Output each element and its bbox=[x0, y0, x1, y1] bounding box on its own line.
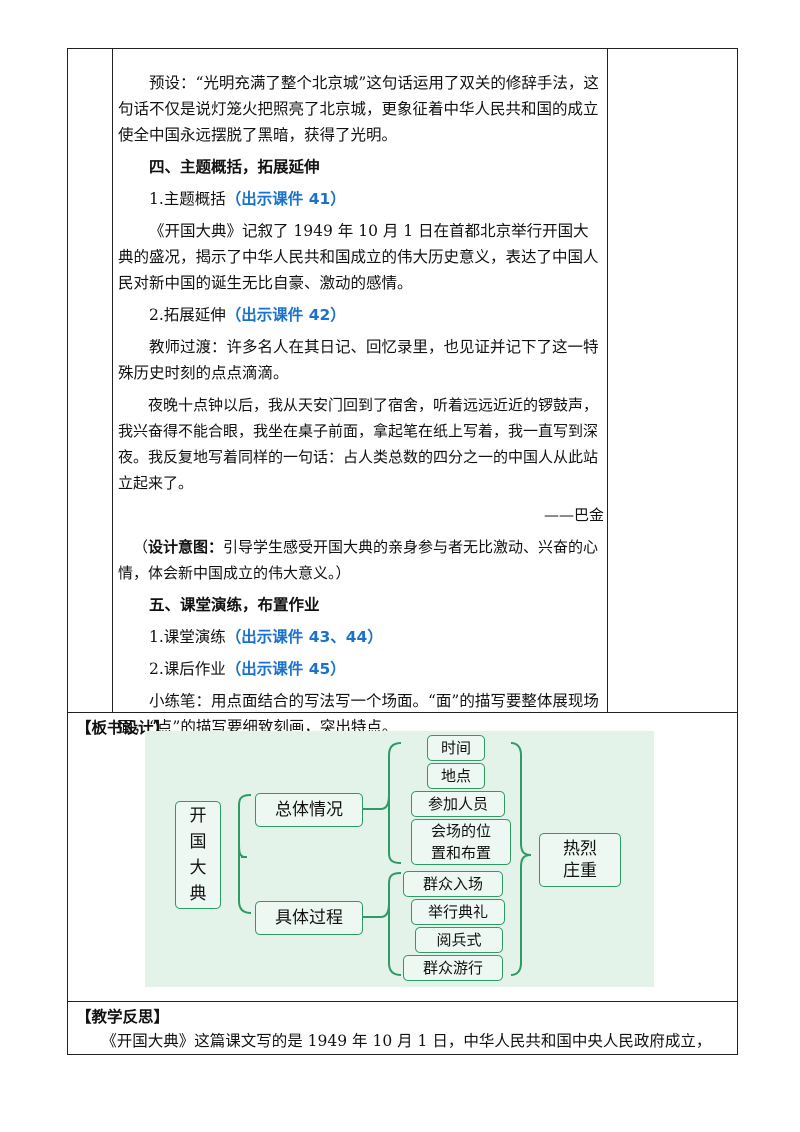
item-extension: 2.拓展延伸（出示课件 42） bbox=[149, 306, 346, 324]
quote-paragraph: 夜晚十点钟以后，我从天安门回到了宿舍，听着远远近近的锣鼓声，我兴奋得不能合眼，我… bbox=[118, 396, 599, 492]
table-row-divider-1 bbox=[67, 712, 738, 713]
board-process-item: 阅兵式 bbox=[415, 927, 503, 953]
reflection-label: 【教学反思】 bbox=[76, 1008, 170, 1026]
item-practice: 1.课堂演练（出示课件 43、44） bbox=[149, 628, 383, 646]
board-diagram: 开国大典 总体情况 具体过程 时间 地点 参加人员 会场的位置和布置 群众入场 … bbox=[145, 731, 654, 987]
item-theme-summary: 1.主题概括（出示课件 41） bbox=[149, 190, 346, 208]
courseware-ref: （出示课件 43、44） bbox=[225, 628, 383, 646]
board-overall-item: 地点 bbox=[427, 763, 485, 789]
table-border-right bbox=[737, 48, 738, 1055]
section-4-title: 四、主题概括，拓展延伸 bbox=[149, 158, 320, 176]
board-overall-item: 会场的位置和布置 bbox=[411, 819, 511, 865]
courseware-ref: （出示课件 41） bbox=[225, 190, 346, 208]
board-overall-item: 参加人员 bbox=[411, 791, 505, 817]
board-process-item: 群众游行 bbox=[403, 955, 503, 981]
courseware-ref: （出示课件 42） bbox=[225, 306, 346, 324]
table-col-divider-right bbox=[607, 48, 608, 712]
board-process-item: 群众入场 bbox=[403, 871, 503, 897]
table-border-left bbox=[67, 48, 68, 1055]
board-connectors bbox=[238, 742, 532, 976]
table-row-divider-2 bbox=[67, 1001, 738, 1002]
table-col-divider-left bbox=[112, 48, 113, 712]
board-main-box: 开国大典 bbox=[175, 801, 221, 909]
board-overall-item: 时间 bbox=[427, 735, 485, 761]
quote-author: ——巴金 bbox=[543, 506, 604, 524]
table-border-top bbox=[67, 48, 738, 49]
design-intent: （设计意图：引导学生感受开国大典的亲身参与者无比激动、兴奋的心情，体会新中国成立… bbox=[118, 538, 599, 582]
board-process-box: 具体过程 bbox=[255, 901, 363, 935]
courseware-ref: （出示课件 45） bbox=[225, 660, 346, 678]
summary-paragraph: 《开国大典》记叙了 1949 年 10 月 1 日在首都北京举行开国大典的盛况，… bbox=[118, 222, 599, 292]
board-result-box: 热烈庄重 bbox=[539, 833, 621, 887]
preset-paragraph: 预设：“光明充满了整个北京城”这句话运用了双关的修辞手法，这句话不仅是说灯笼火把… bbox=[118, 74, 599, 144]
lesson-content: 预设：“光明充满了整个北京城”这句话运用了双关的修辞手法，这句话不仅是说灯笼火把… bbox=[118, 70, 604, 746]
transition-paragraph: 教师过渡：许多名人在其日记、回忆录里，也见证并记下了这一特殊历史时刻的点点滴滴。 bbox=[118, 338, 599, 382]
section-5-title: 五、课堂演练，布置作业 bbox=[149, 596, 320, 614]
board-process-item: 举行典礼 bbox=[411, 899, 505, 925]
board-overall-box: 总体情况 bbox=[255, 793, 363, 827]
table-border-bottom bbox=[67, 1054, 738, 1055]
reflection-text: 《开国大典》这篇课文写的是 1949 年 10 月 1 日，中华人民共和国中央人… bbox=[101, 1032, 712, 1050]
item-homework: 2.课后作业（出示课件 45） bbox=[149, 660, 346, 678]
